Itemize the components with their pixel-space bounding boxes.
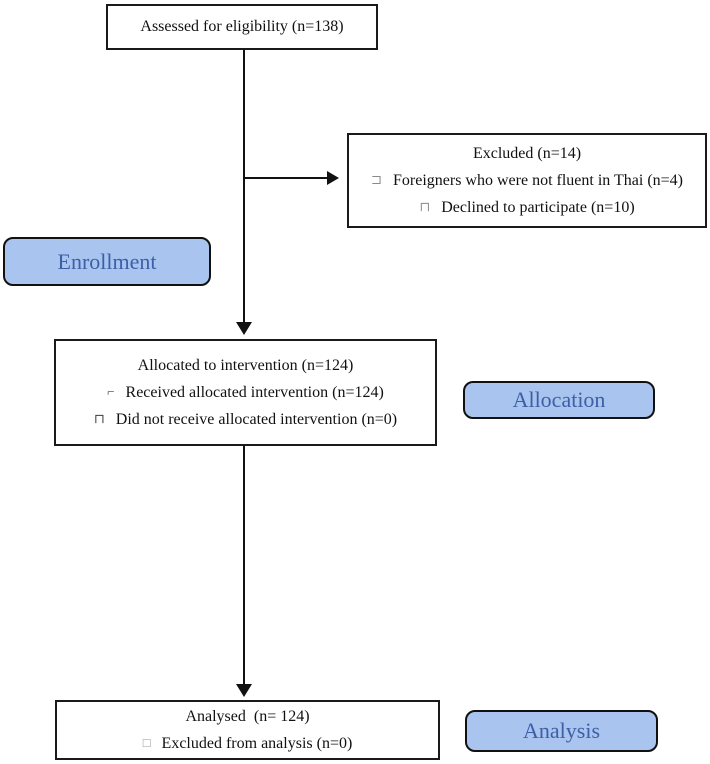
arrowhead-down-icon [236, 684, 252, 697]
arrow-line-eligibility-to-allocated [243, 50, 245, 323]
analysed-title: Analysed (n= 124) [185, 707, 310, 725]
square-bullet-icon: ⊐ [370, 171, 382, 187]
analysis-label-text: Analysis [523, 718, 600, 743]
analysed-item-text: Excluded from analysis (n=0) [161, 734, 353, 752]
box-assessed-eligibility: Assessed for eligibility (n=138) [106, 4, 378, 50]
square-bullet-icon: ⊓ [93, 410, 105, 426]
box-allocated: Allocated to intervention (n=124) ⌐ Recei… [54, 339, 437, 446]
allocated-item-text: Did not receive allocated intervention (… [115, 410, 398, 428]
square-bullet-icon: ⌐ [107, 383, 115, 399]
arrowhead-right-icon [327, 171, 339, 185]
excluded-item-text: Declined to participate (n=10) [441, 198, 635, 216]
box-analysed: Analysed (n= 124) □ Excluded from analysi… [55, 700, 440, 760]
square-bullet-icon: ⊓ [419, 198, 431, 214]
allocated-item: ⊓ Did not receive allocated intervention … [56, 406, 435, 433]
arrow-line-allocated-to-analysed [243, 446, 245, 685]
allocated-item-text: Received allocated intervention (n=124) [125, 383, 384, 401]
excluded-item: ⊓ Declined to participate (n=10) [349, 194, 705, 221]
assessed-eligibility-text: Assessed for eligibility (n=138) [140, 18, 344, 35]
stage-label-analysis: Analysis [465, 710, 658, 752]
excluded-item-text: Foreigners who were not fluent in Thai (… [393, 171, 683, 189]
enrollment-label-text: Enrollment [57, 248, 157, 274]
stage-label-enrollment: Enrollment [3, 237, 211, 286]
excluded-title: Excluded (n=14) [472, 144, 582, 162]
excluded-item: ⊐ Foreigners who were not fluent in Thai … [349, 167, 705, 194]
allocated-item: ⌐ Received allocated intervention (n=124) [56, 379, 435, 406]
stage-label-allocation: Allocation [463, 381, 655, 419]
square-bullet-icon: □ [142, 734, 151, 750]
arrow-line-to-excluded [245, 177, 327, 179]
arrowhead-down-icon [236, 322, 252, 335]
allocation-label-text: Allocation [512, 387, 606, 412]
allocated-title: Allocated to intervention (n=124) [137, 356, 354, 374]
analysed-item: □ Excluded from analysis (n=0) [57, 730, 438, 757]
box-excluded: Excluded (n=14) ⊐ Foreigners who were not… [347, 133, 707, 228]
